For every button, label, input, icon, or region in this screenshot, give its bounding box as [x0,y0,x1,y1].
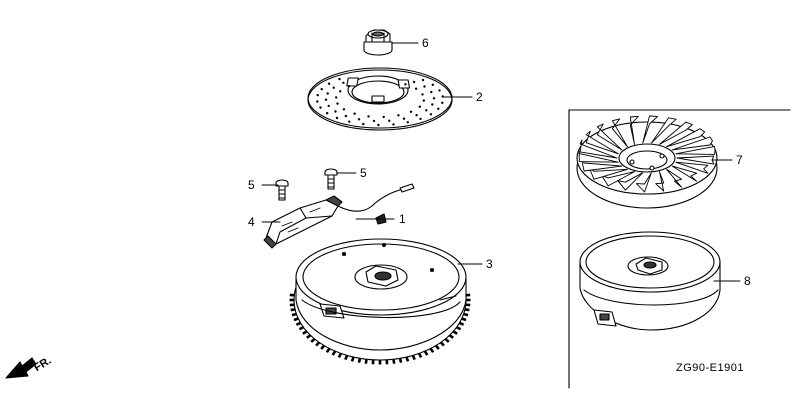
cooling-fan [576,115,718,209]
callout-7: 7 [736,153,743,167]
callout-4: 4 [248,215,255,229]
callout-6: 6 [422,36,429,50]
perforated-plate [307,67,453,131]
callout-5-right: 5 [360,166,367,180]
callout-1: 1 [399,212,406,226]
flywheel [289,238,471,365]
callout-2: 2 [476,90,483,104]
leader-lines [261,42,741,282]
flange-nut [363,29,393,56]
flywheel-assembly [579,231,721,331]
bolt-left [275,179,289,201]
inset-frame [568,109,791,389]
callout-5-left: 5 [248,178,255,192]
callout-8: 8 [744,274,751,288]
front-direction-arrow [5,357,37,379]
ignition-coil [263,183,415,249]
callout-3: 3 [486,257,493,271]
bolt-right [324,168,338,190]
diagram-code: ZG90-E1901 [676,362,744,374]
